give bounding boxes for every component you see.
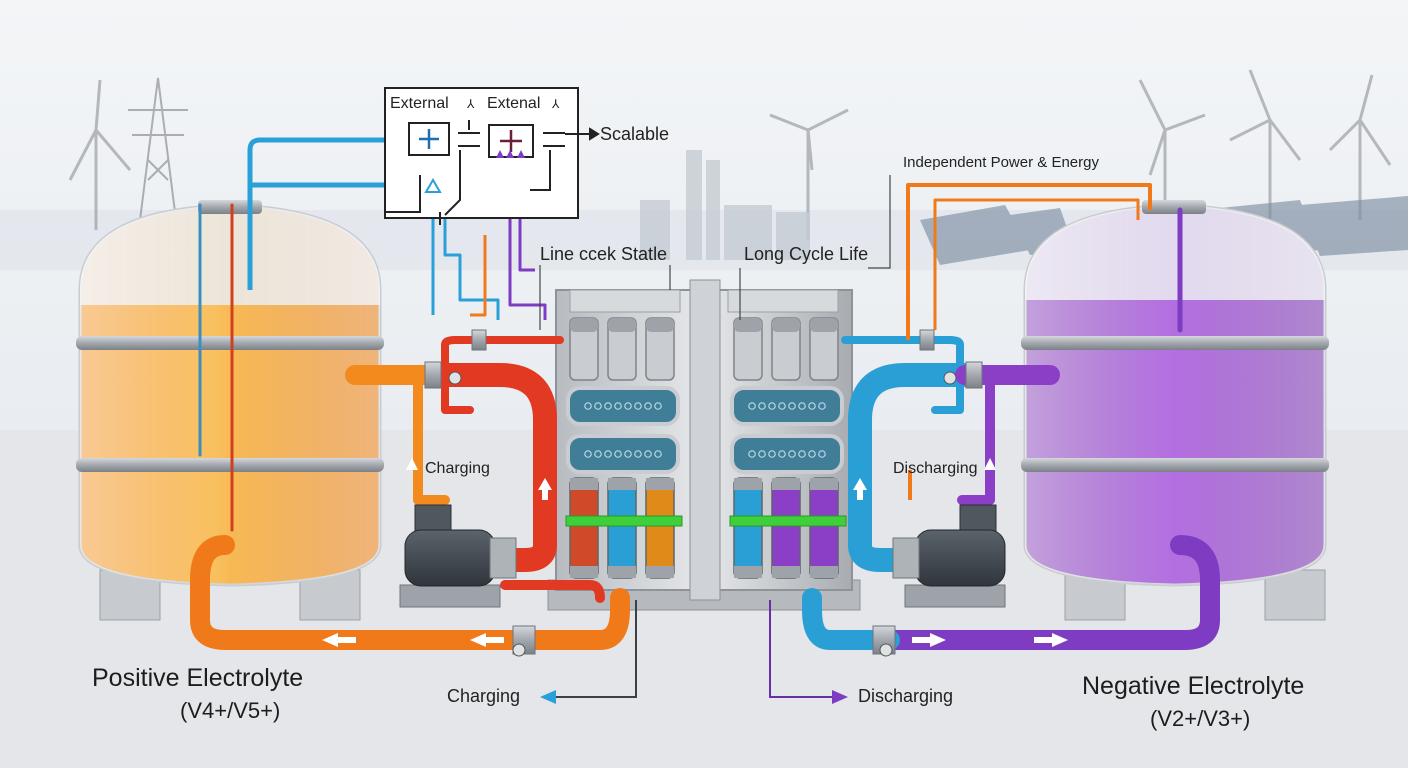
power-pylon (128, 77, 188, 221)
left-pump (399, 504, 517, 608)
flow-arrow-right (912, 633, 946, 647)
electrolyte-cell (569, 477, 599, 579)
stack-right-callout: Long Cycle Life (744, 244, 869, 264)
flow-arrows (322, 458, 1068, 647)
svg-text:⅄: ⅄ (466, 97, 475, 111)
valve (943, 361, 983, 389)
stack-left-callout: Line ccek Statle (540, 244, 668, 264)
flow-arrow-left (470, 633, 504, 647)
green-band (729, 515, 847, 527)
green-band (565, 515, 683, 527)
control-box-label-right: Extenal (487, 95, 541, 112)
negative-electrolyte-title: Negative Electrolyte (1082, 672, 1305, 700)
membrane-plate (566, 434, 680, 474)
control-box-label-left: External (390, 95, 449, 112)
membrane-plate (730, 434, 844, 474)
electrolyte-cell (733, 477, 763, 579)
membrane-plate (730, 386, 844, 426)
flow-arrow-up (853, 478, 867, 500)
electrolyte-cell (809, 477, 839, 579)
blue-return-pipe (802, 588, 900, 650)
valve (919, 329, 935, 351)
control-wiring (247, 137, 1152, 500)
flow-arrow-up (538, 478, 552, 500)
discharging-side-label: Discharging (893, 460, 978, 477)
charging-flow-arrow (540, 600, 637, 704)
flow-arrow-up (406, 458, 418, 470)
negative-electrolyte-formula: (V2+/V3+) (1150, 706, 1251, 731)
membrane-plate (566, 386, 680, 426)
leader-lines (539, 175, 891, 330)
valve (872, 625, 896, 657)
positive-electrolyte-title: Positive Electrolyte (92, 664, 304, 692)
discharging-bottom-label: Discharging (858, 686, 954, 706)
control-box: ⅄ ⅄ (384, 87, 600, 225)
electrolyte-cell (645, 477, 675, 579)
scalable-label: Scalable (600, 124, 670, 144)
flow-arrow-left (322, 633, 356, 647)
stack-cells (565, 317, 847, 579)
valve (512, 625, 536, 657)
industrial-skyline (640, 150, 810, 260)
power-energy-callout: Independent Power & Energy (903, 154, 1099, 171)
electrolyte-cell (607, 477, 637, 579)
flow-arrow-up (984, 458, 996, 470)
purple-return-pipe (880, 535, 1220, 650)
valves (424, 329, 983, 657)
blue-pipe (848, 363, 977, 572)
svg-text:⅄: ⅄ (551, 97, 560, 111)
charging-side-label: Charging (425, 460, 490, 477)
discharging-flow-arrow (769, 600, 848, 704)
orange-return-pipe (190, 535, 630, 650)
right-pump (892, 504, 1006, 608)
orange-pump-feed (413, 375, 450, 505)
charging-bottom-label: Charging (447, 686, 521, 706)
red-pipe (428, 363, 557, 572)
valve (424, 361, 462, 389)
wind-turbine (68, 79, 132, 230)
positive-electrolyte-tank (76, 200, 384, 621)
red-thin-pipe (441, 336, 564, 374)
flow-arrow-right (1034, 633, 1068, 647)
negative-electrolyte-tank (1021, 200, 1329, 621)
blue-thin-pipe (841, 336, 964, 374)
electrolyte-cell (771, 477, 801, 579)
positive-electrolyte-formula: (V4+/V5+) (180, 698, 281, 723)
valve (471, 329, 487, 351)
